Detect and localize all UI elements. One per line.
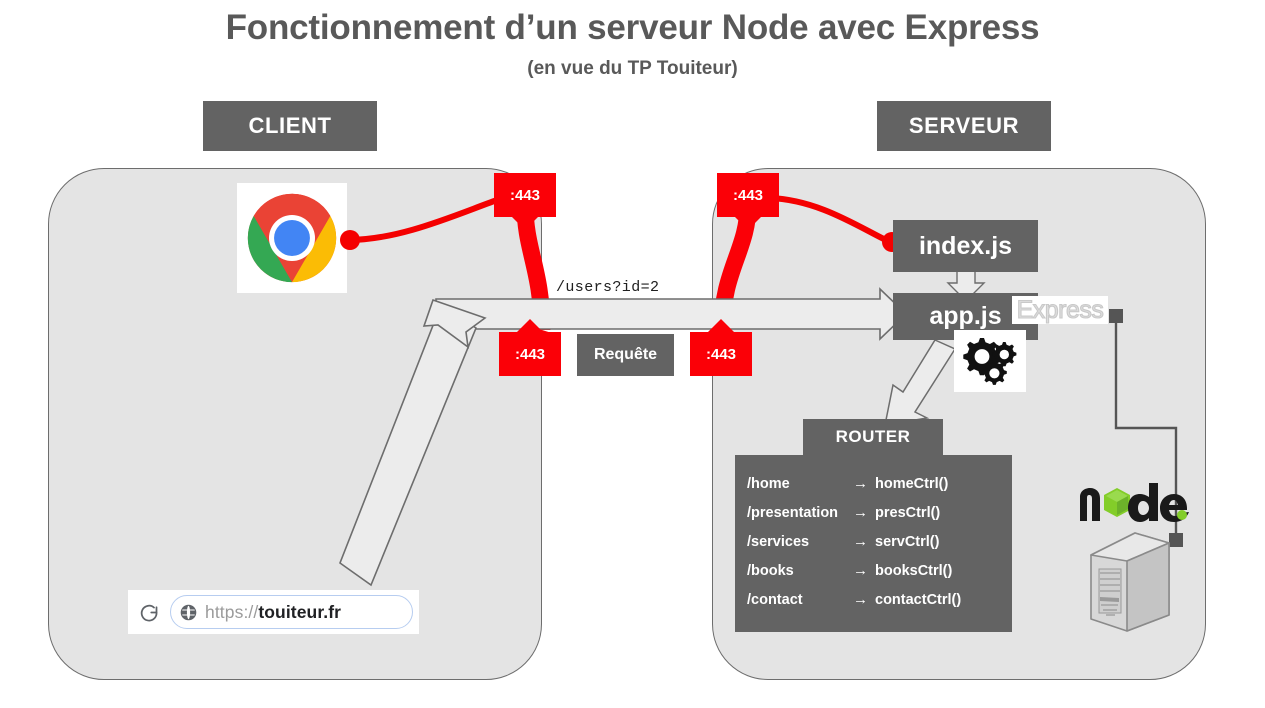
server-section-label: SERVEUR xyxy=(877,101,1051,151)
port-badge-label: :443 xyxy=(509,186,541,204)
table-row: /presentation → presCtrl() xyxy=(735,498,1012,527)
url-text[interactable]: https://touiteur.fr xyxy=(205,602,341,623)
router-title: ROUTER xyxy=(803,419,943,455)
route-arrow-icon: → xyxy=(853,504,868,521)
reload-icon[interactable] xyxy=(128,602,170,623)
browser-address-bar[interactable]: https://touiteur.fr xyxy=(128,590,419,634)
route-controller: presCtrl() xyxy=(875,504,941,521)
express-to-server-connector xyxy=(1109,309,1183,547)
table-row: /home → homeCtrl() xyxy=(735,469,1012,498)
route-path: /presentation xyxy=(747,504,839,521)
route-controller: contactCtrl() xyxy=(875,591,962,608)
omnibox[interactable]: https://touiteur.fr xyxy=(170,595,413,629)
route-arrow-icon: → xyxy=(853,562,868,579)
route-controller: booksCtrl() xyxy=(875,562,953,579)
route-arrow-icon: → xyxy=(853,533,868,550)
gears-icon xyxy=(954,330,1026,392)
chrome-logo-icon xyxy=(237,183,347,293)
table-row: /contact → contactCtrl() xyxy=(735,585,1012,614)
route-path: /home xyxy=(747,475,790,492)
port-badge-label: :443 xyxy=(705,345,737,363)
table-row: /books → booksCtrl() xyxy=(735,556,1012,585)
port-badge-label: :443 xyxy=(732,186,764,204)
url-host: touiteur.fr xyxy=(258,601,342,622)
table-row: /services → servCtrl() xyxy=(735,527,1012,556)
badge-tail xyxy=(512,217,538,230)
client-socket-dot xyxy=(340,230,360,250)
url-scheme: https:// xyxy=(205,601,259,622)
request-query-label: /users?id=2 xyxy=(556,279,660,296)
express-logo: Express xyxy=(1012,295,1108,324)
route-arrow-icon: → xyxy=(853,475,868,492)
server-tower-icon xyxy=(1090,532,1170,632)
request-chip: Requête xyxy=(577,334,674,376)
port-badge-label: :443 xyxy=(514,345,546,363)
route-arrow-icon: → xyxy=(853,591,868,608)
express-wordmark: Express xyxy=(1016,295,1104,324)
badge-tail xyxy=(517,319,543,332)
router-table: /home → homeCtrl() /presentation → presC… xyxy=(735,455,1012,632)
route-controller: homeCtrl() xyxy=(875,475,949,492)
route-path: /books xyxy=(747,562,794,579)
port-badge-client-request: :443 xyxy=(499,319,561,376)
port-badge-server-request: :443 xyxy=(690,319,752,376)
route-path: /contact xyxy=(747,591,803,608)
page-subtitle: (en vue du TP Touiteur) xyxy=(527,58,738,79)
client-section-label: CLIENT xyxy=(203,101,377,151)
route-controller: servCtrl() xyxy=(875,533,940,550)
port-badge-server-in: :443 xyxy=(717,173,779,230)
route-path: /services xyxy=(747,533,810,550)
node-logo-icon xyxy=(1080,483,1189,522)
badge-tail xyxy=(735,217,761,230)
port-badge-client-out: :443 xyxy=(494,173,556,230)
badge-tail xyxy=(708,319,734,332)
index-js-box: index.js xyxy=(893,220,1038,272)
page-title: Fonctionnement d’un serveur Node avec Ex… xyxy=(225,8,1040,47)
globe-icon xyxy=(171,604,205,621)
